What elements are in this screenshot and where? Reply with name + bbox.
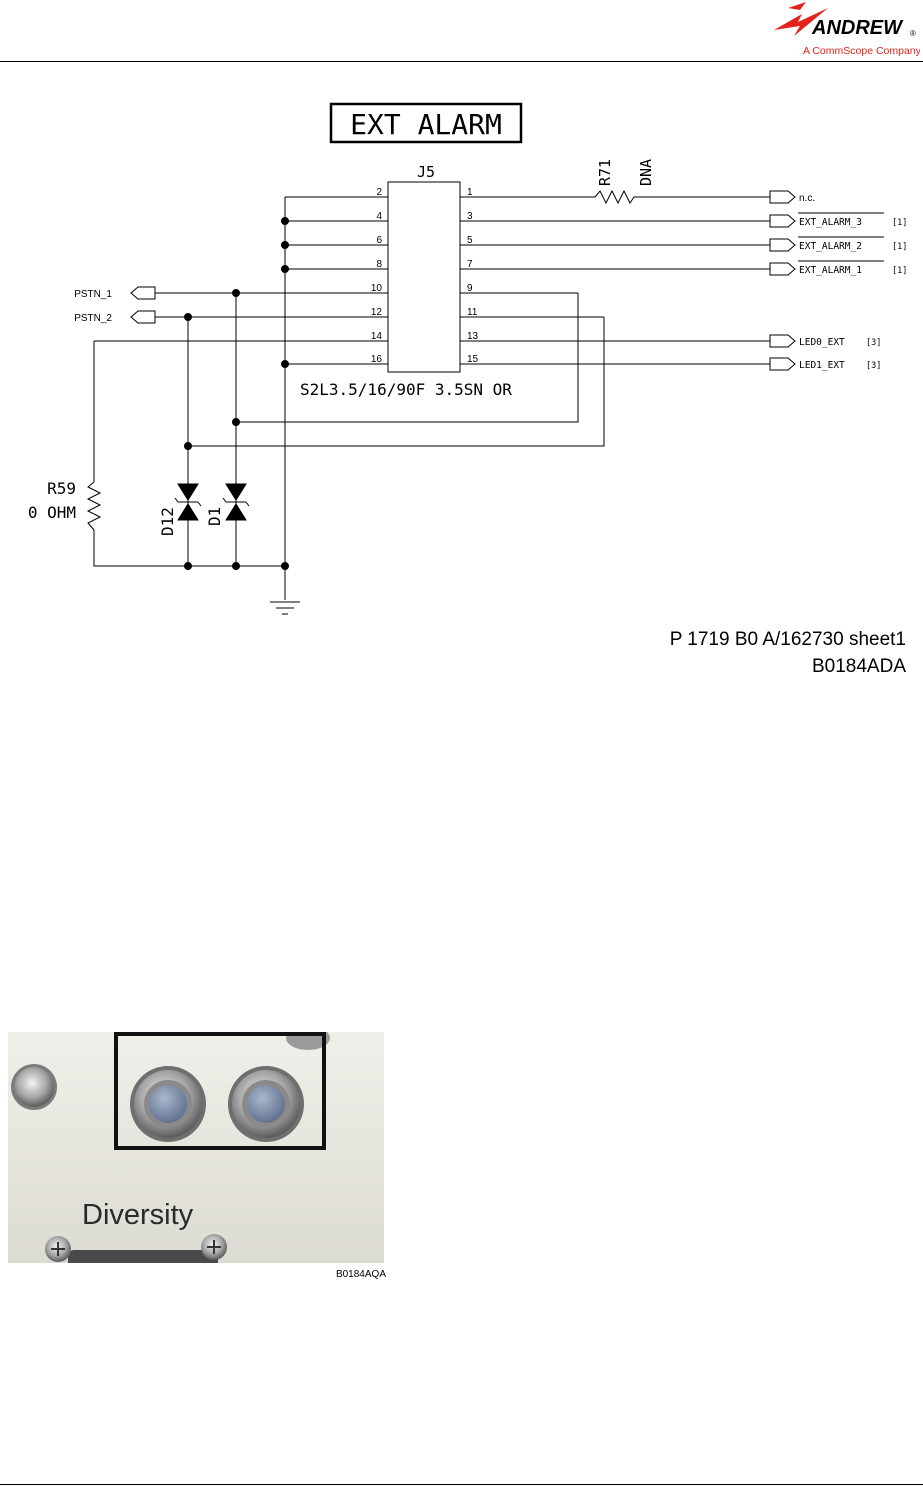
nc-port bbox=[770, 191, 795, 203]
r71-ref: R71 bbox=[596, 159, 614, 186]
doc-ref-line2: B0184ADA bbox=[812, 656, 906, 677]
ext-alarm-1-port bbox=[770, 263, 795, 275]
nc-label: n.c. bbox=[799, 193, 815, 204]
d12-ref: D12 bbox=[158, 507, 177, 536]
led0-ext-port bbox=[770, 335, 795, 347]
ext-alarm-schematic: EXT ALARM J5 S2L3.5/16/90F 3.5SN OR 2 4 … bbox=[0, 90, 923, 690]
led0-ext-label: LED0_EXT bbox=[799, 337, 845, 348]
r71-value: DNA bbox=[637, 159, 655, 186]
screw-icon bbox=[11, 1064, 57, 1110]
pstn2-label: PSTN_2 bbox=[74, 313, 112, 324]
doc-ref-line1: P 1719 B0 A/162730 sheet1 bbox=[670, 629, 906, 650]
d1-ref: D1 bbox=[205, 507, 224, 526]
brand-name: ANDREW bbox=[811, 17, 904, 39]
pin-number: 13 bbox=[467, 331, 479, 342]
led1-ext-label: LED1_EXT bbox=[799, 360, 845, 371]
pin-number: 9 bbox=[467, 283, 473, 294]
pin-number: 6 bbox=[376, 235, 382, 246]
led0-ext-ref: [3] bbox=[866, 338, 881, 348]
led1-ext-ref: [3] bbox=[866, 361, 881, 371]
d1-diode-icon bbox=[223, 484, 249, 520]
ext-alarm-1-ref: [1] bbox=[892, 266, 907, 276]
brand-tagline: A CommScope Company bbox=[803, 45, 920, 57]
pin-number: 12 bbox=[371, 307, 383, 318]
ext-alarm-2-ref: [1] bbox=[892, 242, 907, 252]
footer-rule bbox=[0, 1484, 923, 1485]
pin-number: 11 bbox=[467, 307, 478, 318]
pin-number: 2 bbox=[376, 187, 382, 198]
pstn1-port bbox=[131, 287, 155, 299]
r59-resistor bbox=[88, 482, 100, 530]
pin-number: 3 bbox=[467, 211, 473, 222]
pin-number: 14 bbox=[371, 331, 383, 342]
pin-number: 1 bbox=[467, 187, 473, 198]
ext-alarm-1-label: EXT_ALARM_1 bbox=[799, 265, 862, 276]
d12-diode-icon bbox=[175, 484, 201, 520]
ext-alarm-3-port bbox=[770, 215, 795, 227]
cable-gland-icon bbox=[228, 1066, 304, 1142]
led1-ext-port bbox=[770, 358, 795, 370]
r59-ref: R59 bbox=[47, 479, 76, 498]
r71-resistor bbox=[595, 191, 638, 203]
pstn2-port bbox=[131, 311, 155, 323]
pin-number: 4 bbox=[376, 211, 382, 222]
pstn1-label: PSTN_1 bbox=[74, 289, 112, 300]
ext-alarm-3-label: EXT_ALARM_3 bbox=[799, 217, 862, 228]
screw-icon bbox=[45, 1236, 71, 1262]
cable-gland-icon bbox=[130, 1066, 206, 1142]
connector-body bbox=[388, 182, 460, 372]
panel-label: Diversity bbox=[82, 1199, 194, 1231]
diversity-connector-photo: Diversity bbox=[8, 1032, 384, 1263]
connector-part-number: S2L3.5/16/90F 3.5SN OR bbox=[300, 380, 512, 399]
screw-icon bbox=[201, 1234, 227, 1260]
ext-alarm-3-ref: [1] bbox=[892, 218, 907, 228]
ext-alarm-2-label: EXT_ALARM_2 bbox=[799, 241, 862, 252]
pin-number: 15 bbox=[467, 354, 479, 365]
ext-alarm-2-port bbox=[770, 239, 795, 251]
connector-ref: J5 bbox=[417, 163, 435, 181]
schematic-title: EXT ALARM bbox=[350, 108, 502, 141]
pin-number: 10 bbox=[371, 283, 383, 294]
photo-caption: B0184AQA bbox=[316, 1269, 386, 1280]
header-rule bbox=[0, 61, 923, 62]
r59-value: 0 OHM bbox=[28, 503, 76, 522]
andrew-logo: ANDREW ® A CommScope Company bbox=[770, 0, 920, 60]
registered-mark: ® bbox=[910, 29, 916, 38]
pin-number: 8 bbox=[376, 259, 382, 270]
pin-number: 5 bbox=[467, 235, 473, 246]
pin-number: 7 bbox=[467, 259, 473, 270]
pin-number: 16 bbox=[371, 354, 383, 365]
